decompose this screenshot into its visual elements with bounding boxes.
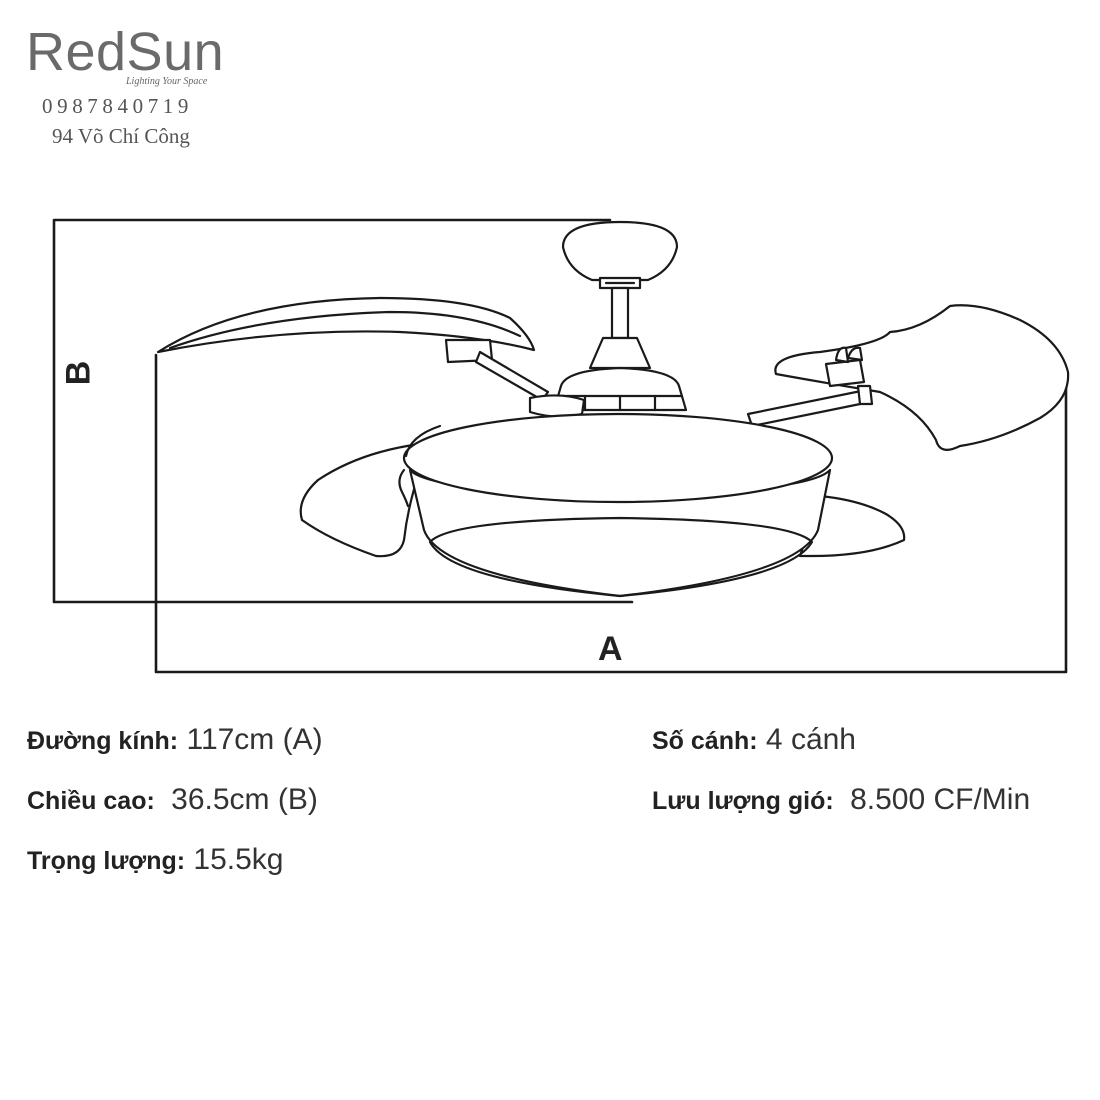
spec-diameter-label: Đường kính: xyxy=(27,727,179,755)
spec-blades: Số cánh: 4 cánh xyxy=(652,722,856,759)
spec-airflow: Lưu lượng gió: 8.500 CF/Min xyxy=(652,782,1030,819)
spec-blades-label: Số cánh: xyxy=(652,727,758,755)
blade-right-bottom xyxy=(798,494,906,558)
canopy xyxy=(561,220,679,282)
dimension-b-label: B xyxy=(59,360,98,386)
spec-diameter-value: 117cm (A) xyxy=(186,723,323,756)
blade-left-bottom xyxy=(299,442,422,558)
spec-weight-value: 15.5kg xyxy=(193,843,284,876)
spec-airflow-value: 8.500 CF/Min xyxy=(850,783,1031,816)
motor-housing xyxy=(552,366,688,412)
dimension-a-label: A xyxy=(598,630,623,668)
brand-name: RedSun xyxy=(26,22,225,82)
blade-right xyxy=(774,304,1070,451)
dimension-a-frame xyxy=(154,353,1068,674)
light-lens xyxy=(428,516,814,598)
light-lid xyxy=(402,412,834,504)
spec-height-value: 36.5cm (B) xyxy=(171,783,318,816)
blade-left-top xyxy=(156,296,536,354)
spec-airflow-label: Lưu lượng gió: xyxy=(652,787,834,815)
brand-address: 94 Võ Chí Công xyxy=(52,124,190,148)
spec-diameter: Đường kính: 117cm (A) xyxy=(27,722,323,759)
spec-weight-label: Trọng lượng: xyxy=(27,847,186,875)
brand-tagline: Lighting Your Space xyxy=(126,76,208,87)
spec-height: Chiều cao: 36.5cm (B) xyxy=(27,782,318,819)
dimension-b-frame xyxy=(52,218,634,604)
spec-height-label: Chiều cao: xyxy=(27,787,155,815)
downrod xyxy=(610,286,630,340)
spec-weight: Trọng lượng: 15.5kg xyxy=(27,842,284,879)
brand-phone: 0987840719 xyxy=(42,94,193,118)
spec-blades-value: 4 cánh xyxy=(765,723,856,756)
